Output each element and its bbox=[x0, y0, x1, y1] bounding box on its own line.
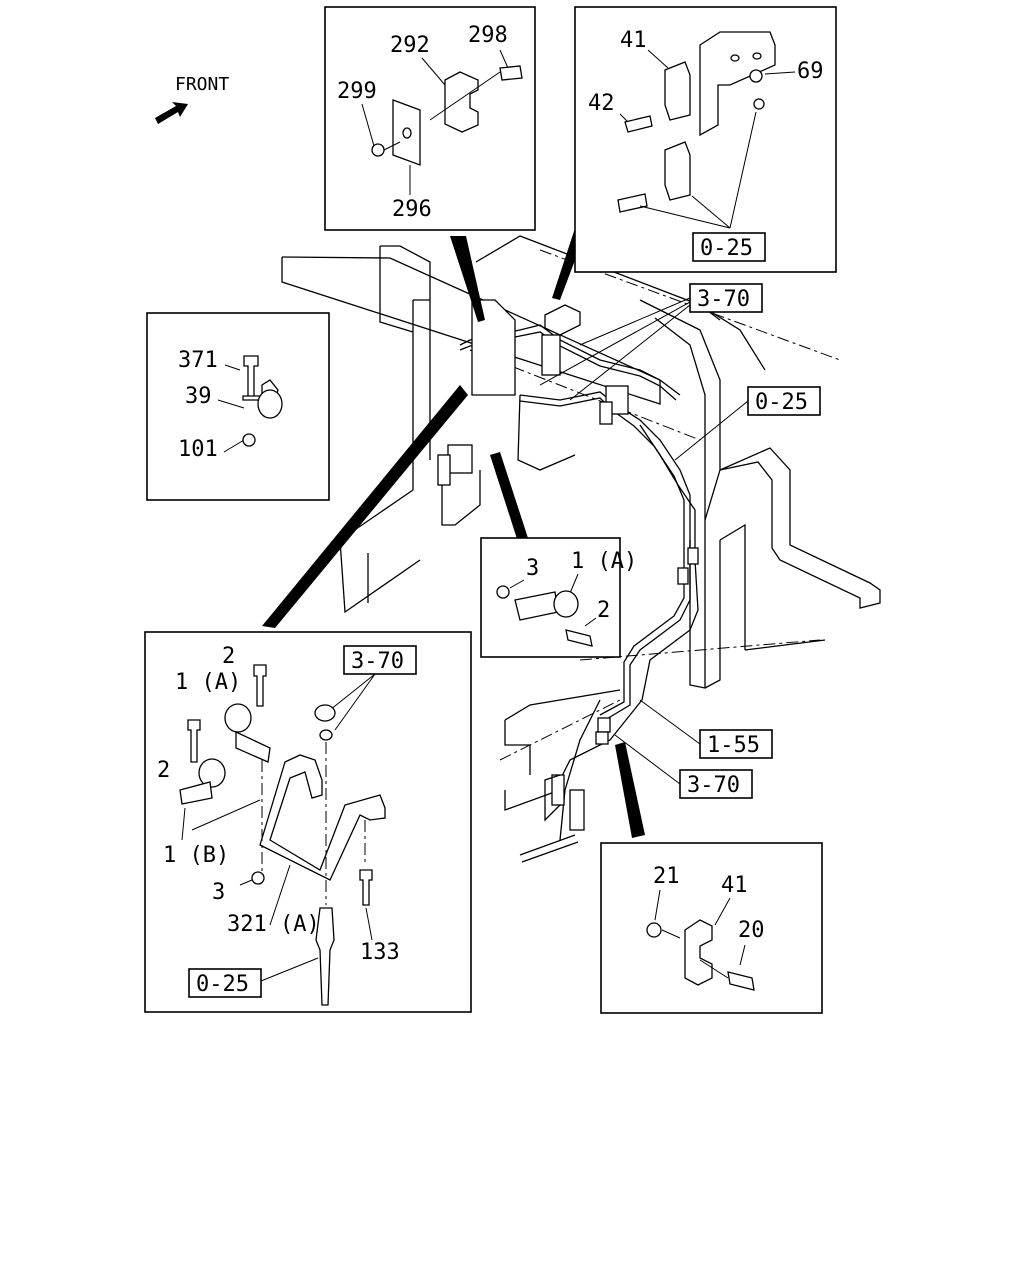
ref-label-3-70-top: 3-70 bbox=[697, 287, 750, 312]
bracket-part-321a bbox=[259, 754, 386, 881]
part-label-1a-mid: 1 (A) bbox=[571, 549, 637, 574]
front-label: FRONT bbox=[175, 74, 229, 95]
clamp-part-1a-bl bbox=[224, 703, 252, 733]
ref-label-1-55: 1-55 bbox=[707, 733, 760, 758]
part-label-3-bl: 3 bbox=[212, 880, 225, 905]
clamp-part-39 bbox=[257, 389, 283, 419]
detail-box-mid: 3 1 (A) 2 bbox=[480, 537, 637, 658]
part-label-39: 39 bbox=[185, 384, 212, 409]
ref-box-1-55 bbox=[699, 729, 773, 759]
part-label-101: 101 bbox=[178, 437, 218, 462]
detail-box-bottom-left: 2 1 (A) 2 1 (B) 3 321 (A) 133 3-70 0-25 bbox=[144, 631, 472, 1013]
part-label-20: 20 bbox=[738, 918, 765, 943]
ref-label-3-70-bl: 3-70 bbox=[351, 649, 404, 674]
ref-label-0-25-main: 0-25 bbox=[755, 390, 808, 415]
front-arrow-icon bbox=[155, 102, 188, 124]
ref-box-3-70-bottom bbox=[679, 769, 753, 799]
clip-part-292 bbox=[444, 71, 479, 133]
part-label-133: 133 bbox=[360, 940, 400, 965]
part-label-371: 371 bbox=[178, 348, 218, 373]
detail-box-top-right: 41 69 42 0-25 bbox=[574, 6, 837, 273]
part-label-2-top: 2 bbox=[222, 644, 235, 669]
part-label-69: 69 bbox=[797, 59, 824, 84]
detail-box-left: 371 39 101 bbox=[146, 312, 330, 501]
clamp-part-1b bbox=[198, 758, 226, 788]
part-label-299: 299 bbox=[337, 79, 377, 104]
ref-box-0-25-top bbox=[692, 232, 766, 262]
ref-box-3-70-bl bbox=[343, 645, 417, 675]
part-label-2-side: 2 bbox=[157, 758, 170, 783]
ref-box-3-70-top bbox=[689, 283, 763, 313]
detail-box-top-center: 292 298 299 296 bbox=[324, 6, 536, 231]
ref-label-3-70-bottom: 3-70 bbox=[687, 773, 740, 798]
main-assembly: 3-70 0-25 1-55 3-70 bbox=[262, 213, 881, 863]
detail-box-bottom-right: 21 41 20 bbox=[600, 842, 823, 1014]
part-label-3-mid: 3 bbox=[526, 556, 539, 581]
ref-label-0-25-top: 0-25 bbox=[700, 236, 753, 261]
part-label-292: 292 bbox=[390, 33, 430, 58]
part-label-1a-bl: 1 (A) bbox=[175, 670, 241, 695]
front-indicator: FRONT bbox=[155, 74, 229, 124]
clip-part-41-br bbox=[684, 919, 713, 986]
ref-label-0-25-bl: 0-25 bbox=[196, 972, 249, 997]
part-label-298: 298 bbox=[468, 23, 508, 48]
part-label-2-mid: 2 bbox=[597, 598, 610, 623]
part-label-21: 21 bbox=[653, 864, 680, 889]
clamp-part-1a-mid bbox=[553, 590, 579, 618]
part-label-296: 296 bbox=[392, 197, 432, 222]
part-label-41: 41 bbox=[620, 28, 647, 53]
part-label-1b: 1 (B) bbox=[163, 843, 229, 868]
ref-box-0-25-bl bbox=[188, 968, 262, 998]
part-label-41-br: 41 bbox=[721, 873, 748, 898]
part-label-42: 42 bbox=[588, 91, 615, 116]
